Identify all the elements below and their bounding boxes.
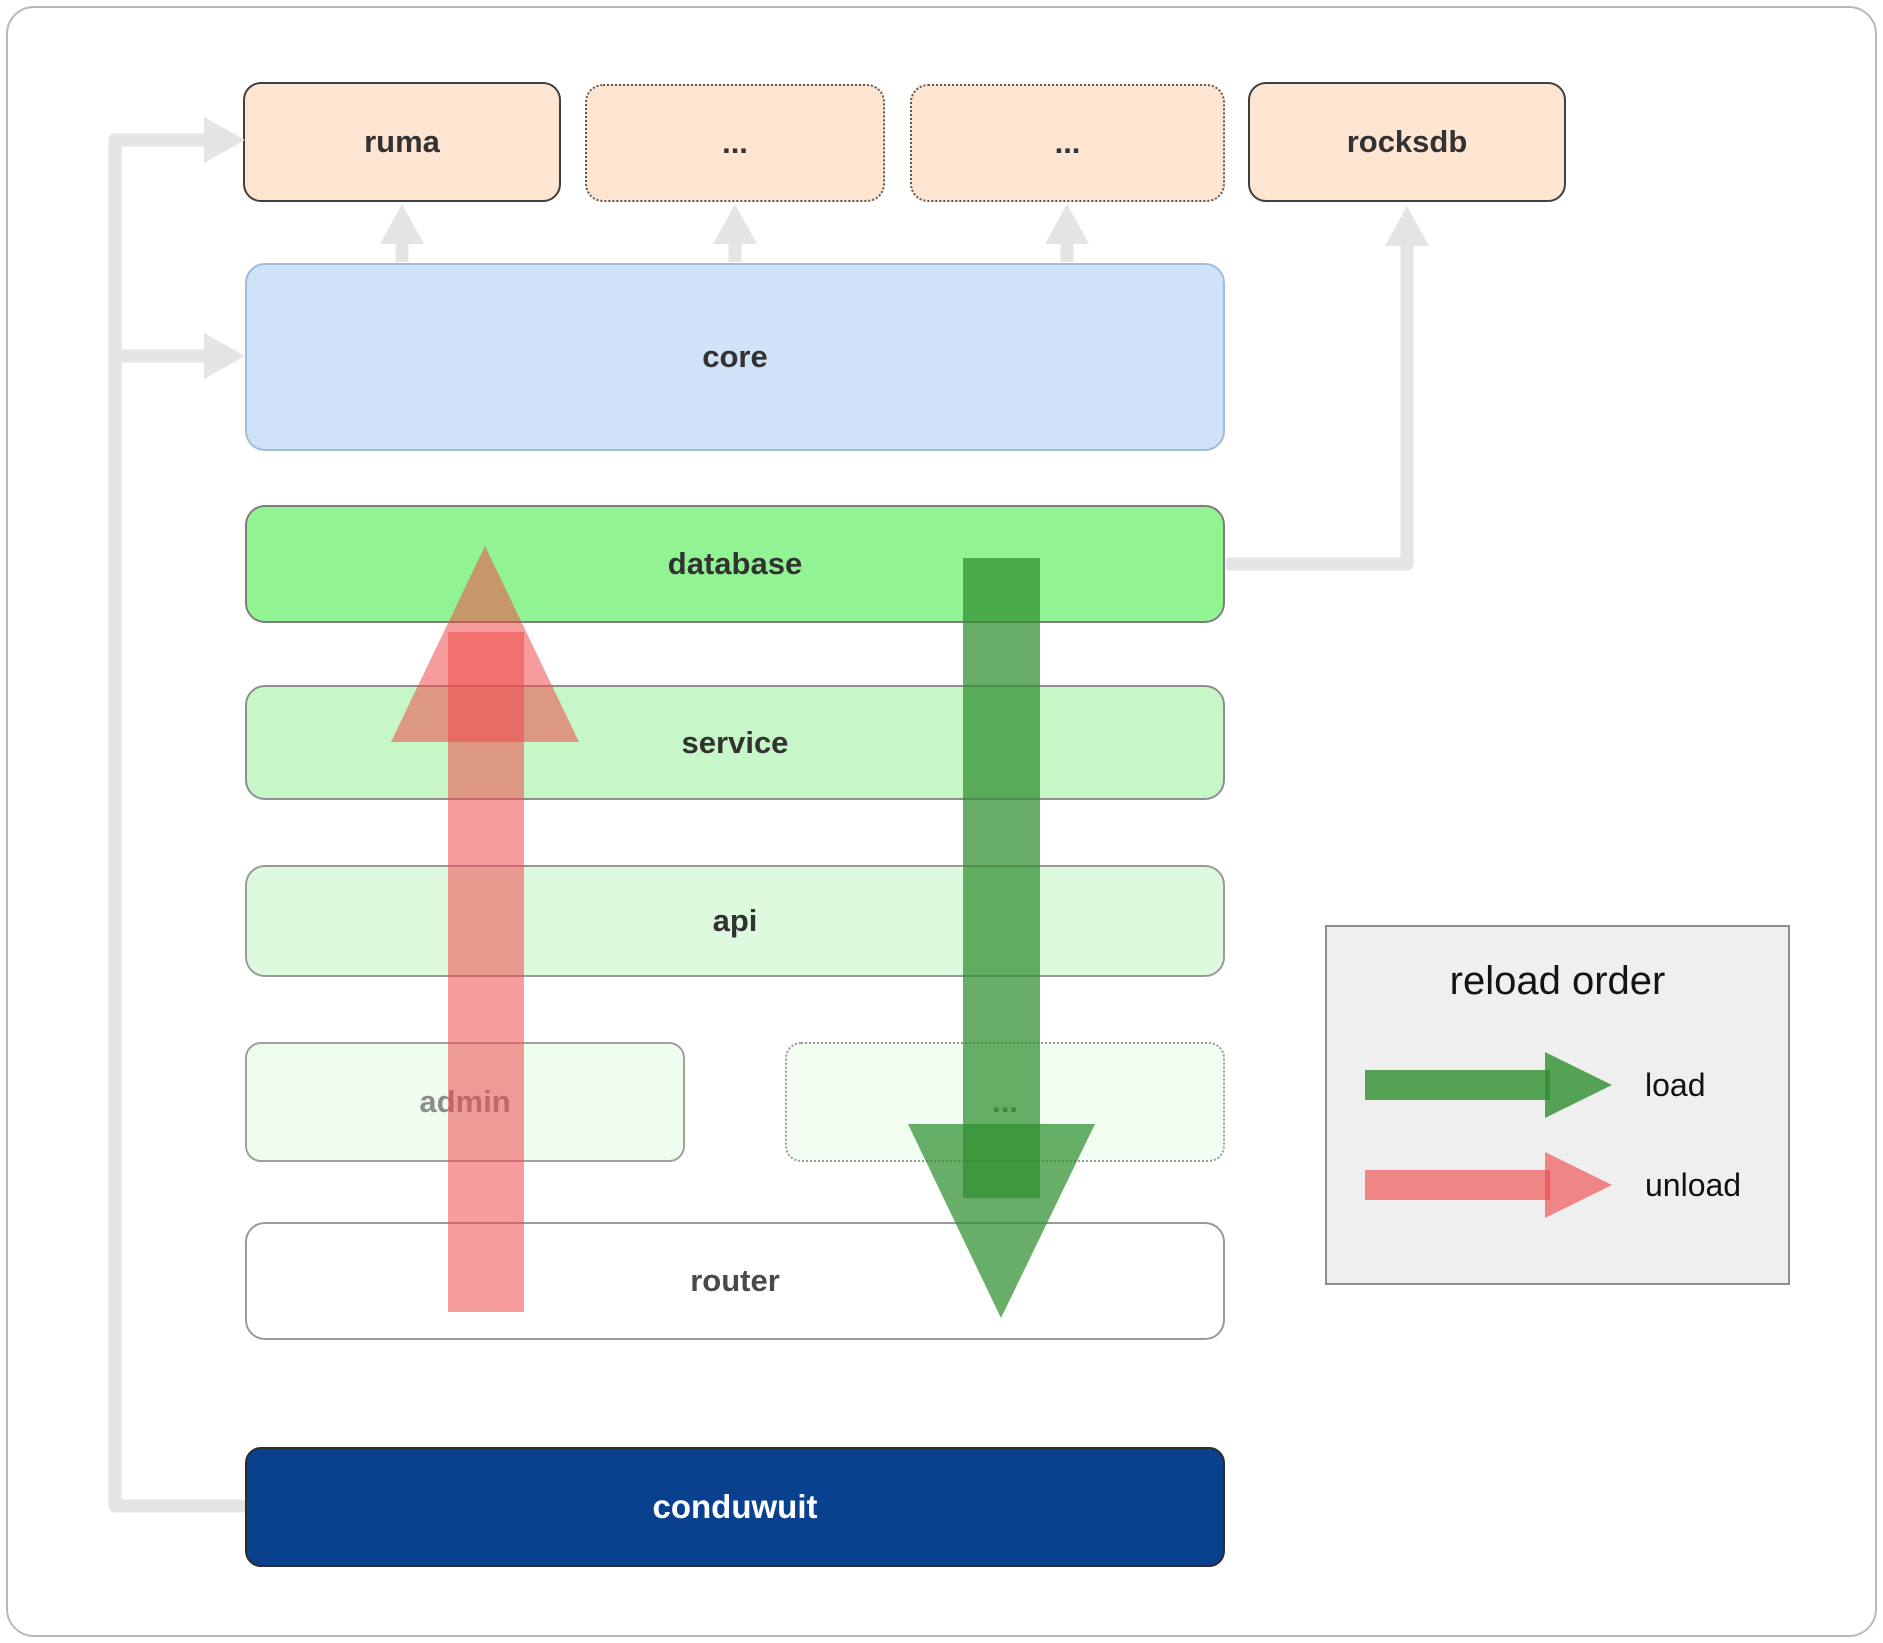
node-core: core xyxy=(245,263,1225,451)
legend: reload order load unload xyxy=(1325,925,1790,1285)
node-admin: admin xyxy=(245,1042,685,1162)
node-dependency-ellipsis-1-label: ... xyxy=(722,125,748,160)
node-database: database xyxy=(245,505,1225,623)
node-api: api xyxy=(245,865,1225,977)
legend-load-label: load xyxy=(1645,1067,1706,1103)
node-conduwuit: conduwuit xyxy=(245,1447,1225,1567)
node-dependency-ellipsis-2-label: ... xyxy=(1054,125,1081,160)
node-router: router xyxy=(245,1222,1225,1340)
node-service: service xyxy=(245,685,1225,800)
node-admin-label: admin xyxy=(419,1084,511,1119)
node-service-ellipsis-label: ... xyxy=(992,1084,1018,1119)
node-service-label: service xyxy=(681,724,789,760)
node-conduwuit-label: conduwuit xyxy=(652,1488,818,1525)
node-rocksdb: rocksdb xyxy=(1248,82,1566,202)
node-api-label: api xyxy=(712,903,758,938)
node-database-label: database xyxy=(667,546,803,581)
legend-title: reload order xyxy=(1449,959,1666,1003)
node-router-label: router xyxy=(690,1263,780,1298)
legend-unload-label: unload xyxy=(1645,1167,1742,1203)
node-ruma-label: ruma xyxy=(364,124,440,159)
node-rocksdb-label: rocksdb xyxy=(1346,124,1468,159)
canvas-frame xyxy=(6,6,1877,1637)
node-dependency-ellipsis-1: ... xyxy=(585,84,885,202)
node-service-ellipsis: ... xyxy=(785,1042,1225,1162)
node-ruma: ruma xyxy=(243,82,561,202)
node-dependency-ellipsis-2: ... xyxy=(910,84,1225,202)
node-core-label: core xyxy=(702,339,768,374)
